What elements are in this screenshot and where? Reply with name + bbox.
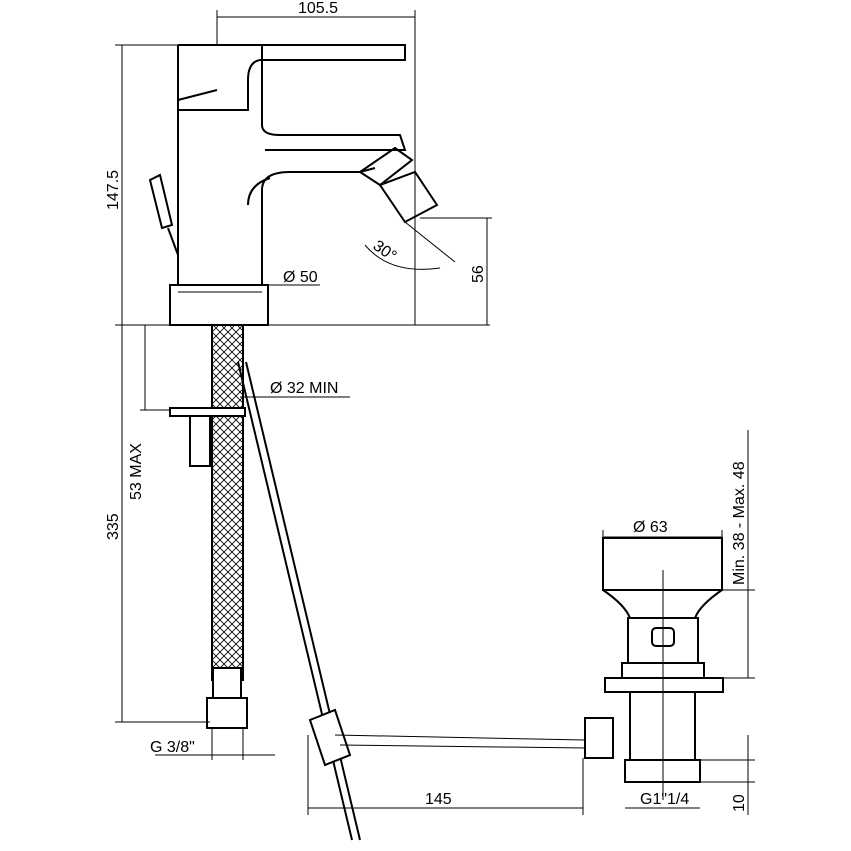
dim-deck-thickness: 53 MAX [128,443,145,500]
supply-hose [169,324,248,729]
dim-waste-range: Min. 38 - Max. 48 [731,461,748,585]
dim-width-top: 105.5 [298,0,338,17]
dim-height-faucet: 147.5 [105,170,122,210]
dimension-lines-upper [115,10,492,722]
dim-base-diameter: Ø 50 [283,269,318,286]
dim-hose-thread: G 3/8" [150,739,195,756]
dim-spout-angle: 30° [370,237,400,265]
dim-thread-length: 10 [731,794,748,812]
pop-up-rod [237,361,361,841]
dim-waste-diameter: Ø 63 [633,519,668,536]
dim-waste-thread: G1"1/4 [640,791,689,808]
pop-up-waste [584,537,724,800]
dim-hose-length: 335 [105,513,122,540]
faucet-body [148,44,439,326]
dim-hole-diameter: Ø 32 MIN [270,380,338,397]
dim-rod-length: 145 [425,791,452,808]
dim-spout-height: 56 [470,265,487,283]
